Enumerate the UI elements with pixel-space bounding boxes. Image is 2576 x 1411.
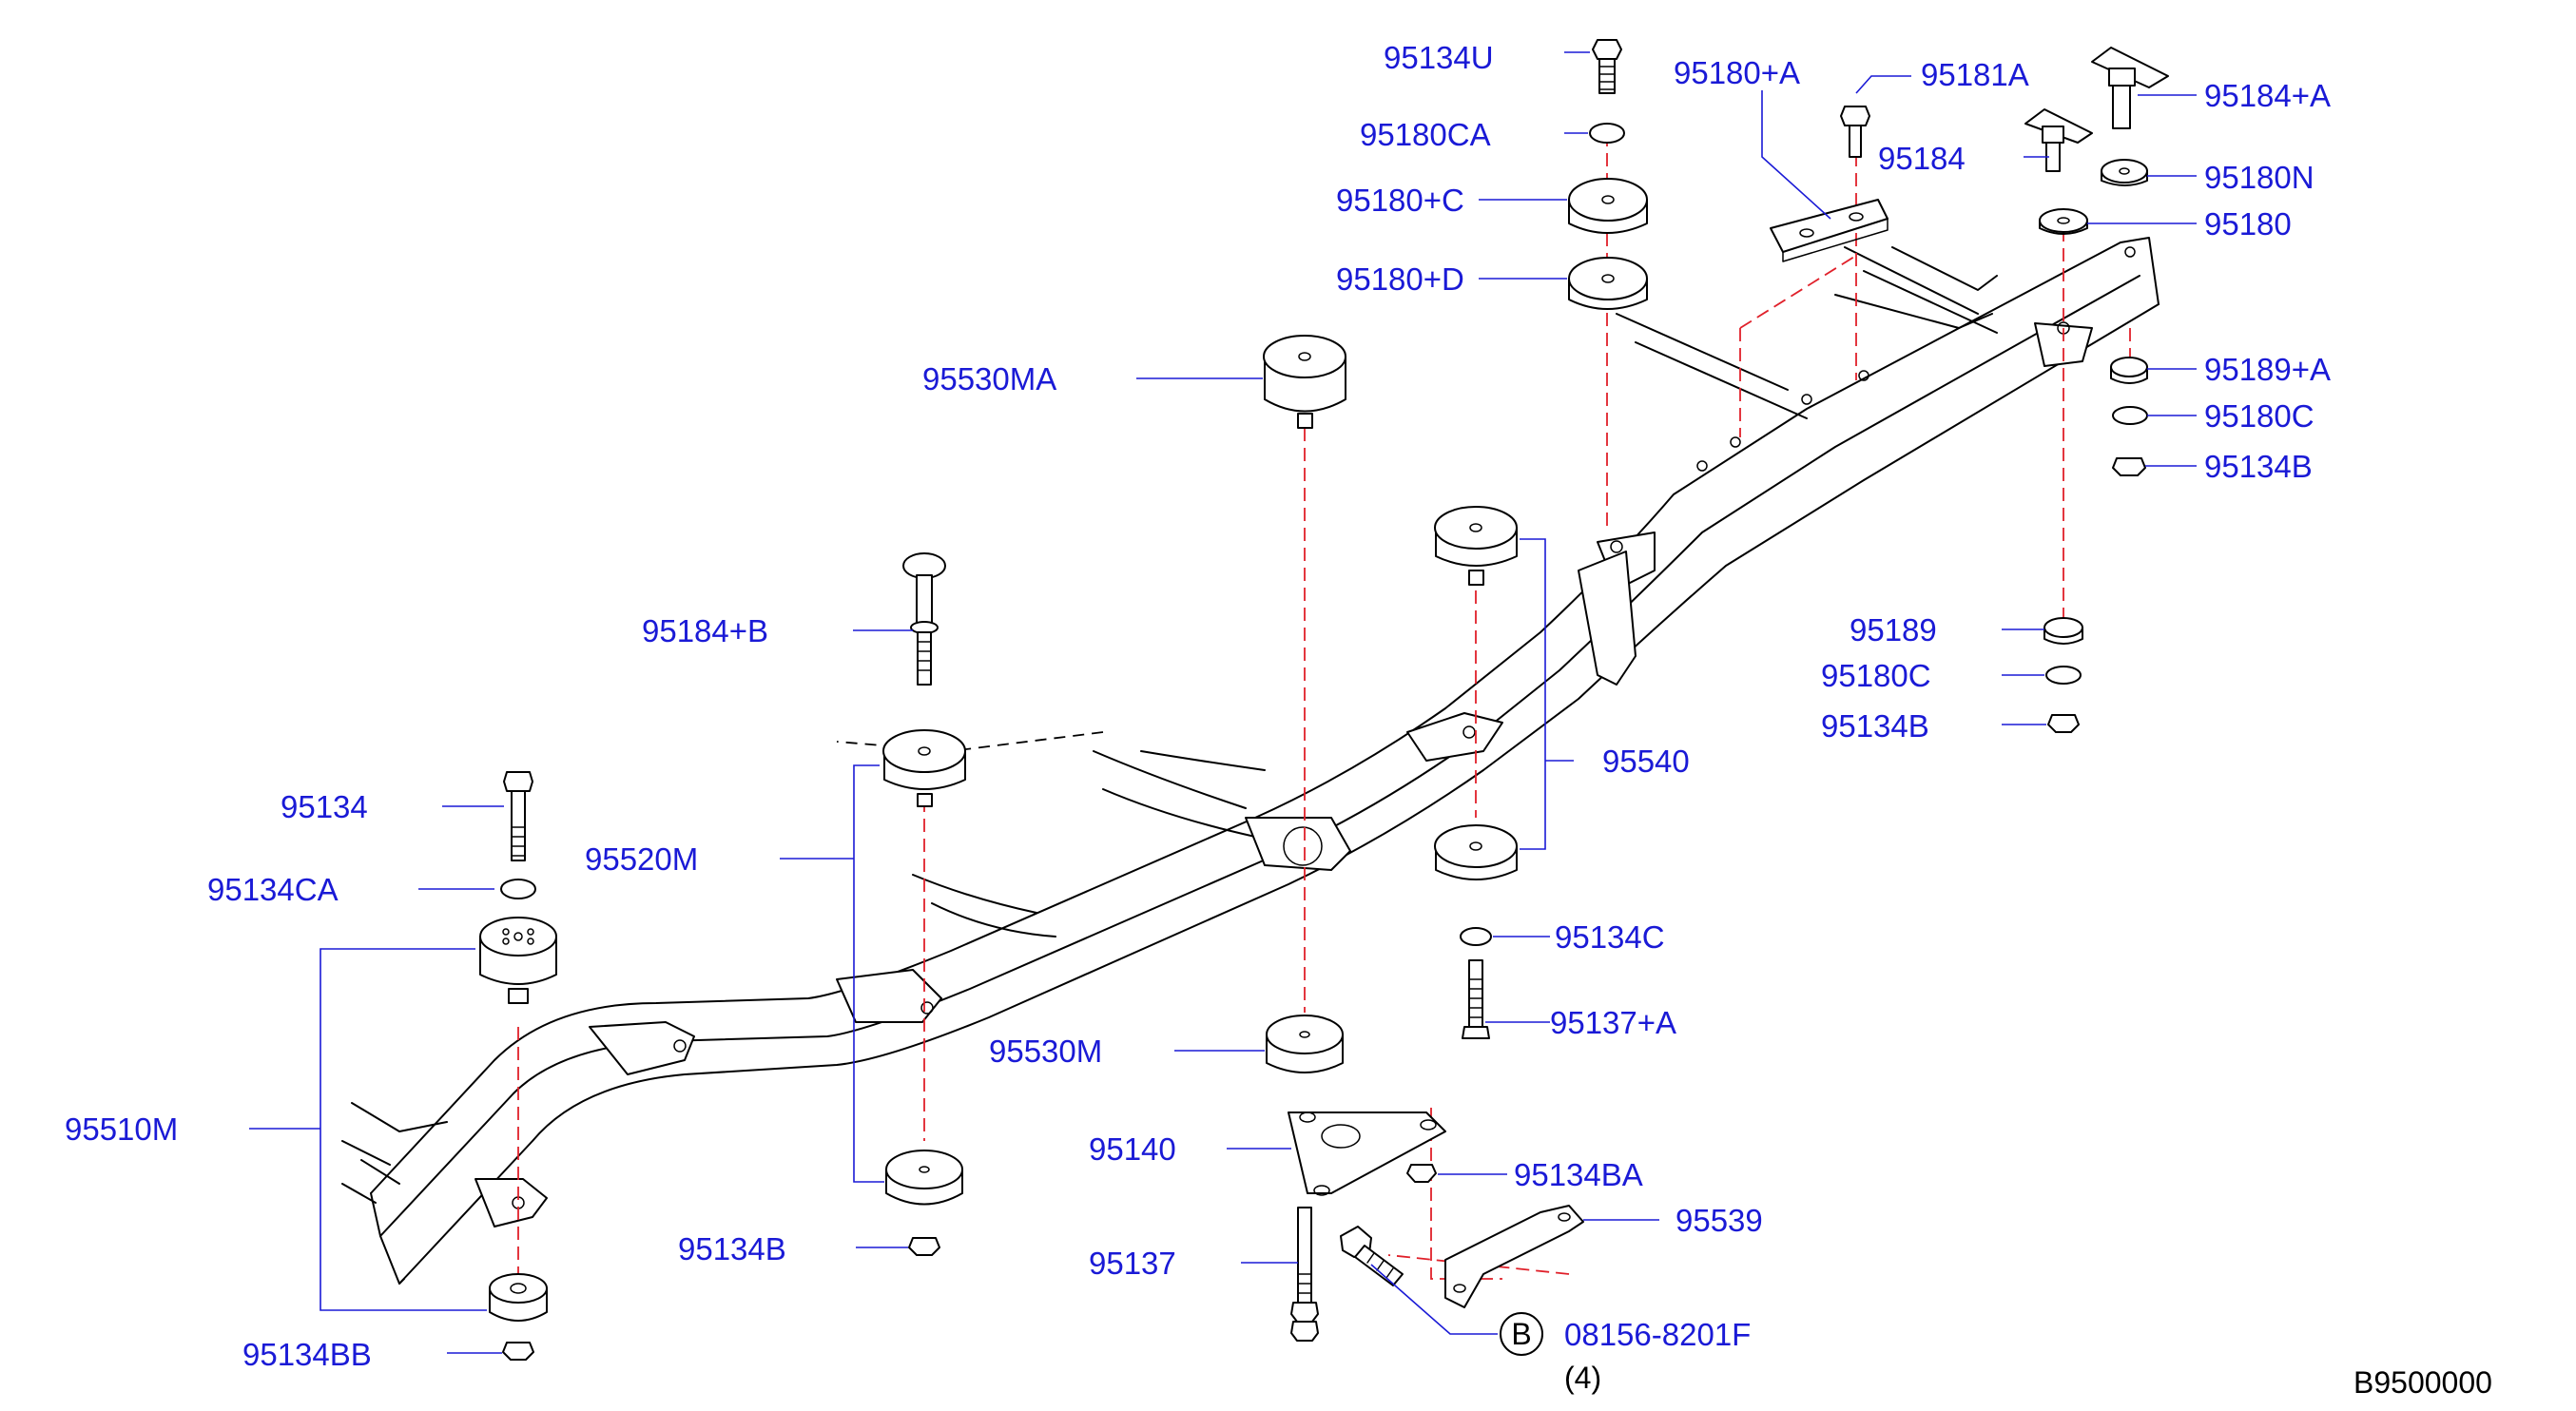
- bolt-95184pB: [902, 552, 946, 686]
- label-95180pD: 95180+D: [1336, 261, 1464, 297]
- washer-95180C-top: [2112, 406, 2148, 425]
- cushion-95530M: [1266, 1015, 1344, 1073]
- label-95540: 95540: [1602, 744, 1690, 779]
- label-95184: 95184: [1878, 141, 1966, 176]
- bolt-95137pA: [1462, 959, 1490, 1039]
- callout-b: B: [1500, 1312, 1543, 1356]
- cushion-95180pC: [1568, 178, 1648, 234]
- label-95520M: 95520M: [585, 841, 698, 877]
- leader-lines: [249, 51, 2197, 1354]
- label-95134B-mid: 95134B: [1821, 708, 1929, 744]
- cushion-95510M-lower: [489, 1273, 548, 1322]
- label-95180pC: 95180+C: [1336, 183, 1464, 218]
- nut-95134BA: [1406, 1164, 1437, 1183]
- clip-95184pA: [2091, 47, 2169, 129]
- label-95539: 95539: [1675, 1203, 1763, 1238]
- cushion-95540-upper: [1434, 506, 1518, 586]
- label-95184pB: 95184+B: [642, 613, 768, 648]
- cushion-95520M-lower: [885, 1150, 963, 1206]
- label-95134BA: 95134BA: [1514, 1157, 1643, 1192]
- label-95510M: 95510M: [65, 1111, 178, 1147]
- chassis-frame: [341, 237, 2160, 1285]
- plate-95180pA: [1770, 199, 1888, 262]
- label-95137pA: 95137+A: [1550, 1005, 1676, 1040]
- callout-b-letter: B: [1511, 1317, 1531, 1351]
- label-95189: 95189: [1850, 612, 1937, 648]
- label-95180pA: 95180+A: [1674, 55, 1800, 90]
- diagram-code: B9500000: [2353, 1365, 2492, 1400]
- washer-95134C: [1460, 927, 1492, 946]
- cushion-95189pA: [2110, 357, 2148, 384]
- label-95134BB: 95134BB: [242, 1337, 372, 1372]
- washer-95180CA: [1589, 123, 1625, 144]
- cushion-95189: [2043, 617, 2083, 645]
- label-95180C-mid: 95180C: [1821, 658, 1931, 693]
- label-95530MA: 95530MA: [922, 361, 1056, 396]
- label-95184pA: 95184+A: [2204, 78, 2331, 113]
- label-95180N: 95180N: [2204, 160, 2315, 195]
- cushion-95180pD: [1568, 257, 1648, 310]
- part-labels: 95134U 95180CA 95180+C 95180+D 95180+A 9…: [65, 40, 2331, 1372]
- nut-95134B-top: [2112, 457, 2146, 476]
- cushion-95530MA: [1263, 335, 1346, 429]
- washer-95134CA: [500, 879, 536, 899]
- label-95530M: 95530M: [989, 1034, 1102, 1069]
- label-95180: 95180: [2204, 206, 2292, 242]
- nut-95134BB: [502, 1342, 534, 1361]
- label-95189pA: 95189+A: [2204, 352, 2331, 387]
- clip-95184: [2024, 108, 2093, 172]
- label-95134B-bottom: 95134B: [678, 1231, 786, 1266]
- center-lines: [517, 133, 2131, 1284]
- cushion-95540-lower: [1434, 824, 1518, 880]
- label-95134U: 95134U: [1384, 40, 1494, 75]
- bolt-95134U: [1592, 39, 1622, 94]
- bracket-95140: [1288, 1111, 1446, 1196]
- bolt-95137: [1290, 1207, 1319, 1342]
- label-95180C-top: 95180C: [2204, 398, 2315, 434]
- cushion-95520M-upper: [882, 729, 966, 807]
- bracket-95539: [1444, 1205, 1584, 1308]
- label-95134B-top: 95134B: [2204, 449, 2313, 484]
- label-95181A: 95181A: [1921, 57, 2029, 92]
- nut-95134B-mid: [2047, 714, 2080, 733]
- washer-95180N: [2101, 159, 2148, 186]
- cushion-95510M-upper: [479, 917, 557, 1004]
- label-95134CA: 95134CA: [207, 872, 339, 907]
- quantity-note: (4): [1564, 1361, 1601, 1395]
- bolt-95181A: [1840, 106, 1870, 158]
- washer-95180C-mid: [2045, 666, 2082, 685]
- label-08156-8201F: 08156-8201F: [1564, 1317, 1751, 1352]
- label-95140: 95140: [1089, 1131, 1176, 1167]
- bolt-08156-8201F: [1340, 1226, 1404, 1286]
- bolt-95134: [503, 771, 533, 861]
- nut-95134B-bottom: [908, 1237, 940, 1256]
- label-95134C: 95134C: [1555, 919, 1665, 955]
- label-95180CA: 95180CA: [1360, 117, 1491, 152]
- washer-95180: [2039, 208, 2088, 235]
- label-95134: 95134: [281, 789, 368, 824]
- label-95137: 95137: [1089, 1246, 1176, 1281]
